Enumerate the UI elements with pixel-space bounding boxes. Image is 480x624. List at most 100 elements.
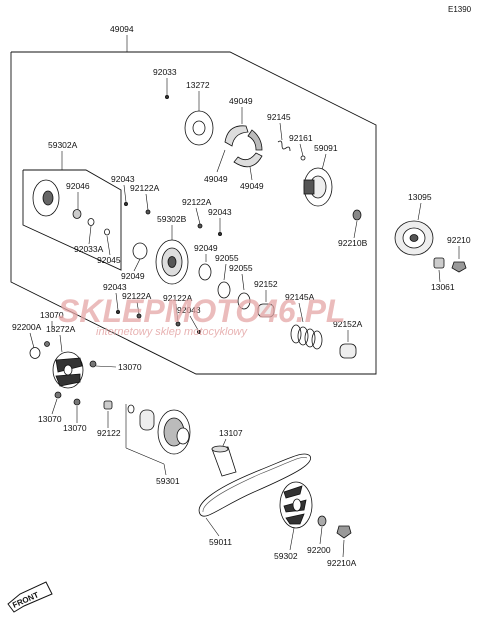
clutch-shoe-49049-c bbox=[247, 129, 263, 151]
leader-92122a-2 bbox=[195, 207, 201, 225]
label-92049-b: 92049 bbox=[194, 243, 218, 253]
leader-92055-b bbox=[241, 273, 245, 291]
label-49049-top: 49049 bbox=[229, 96, 253, 106]
label-59091: 59091 bbox=[314, 143, 338, 153]
label-92122a-4: 92122A bbox=[163, 293, 193, 303]
leader-92122a-4 bbox=[175, 303, 179, 323]
leader-49049-low bbox=[249, 166, 253, 181]
label-92043-a: 92043 bbox=[111, 174, 135, 184]
collar-13107-end bbox=[211, 445, 229, 453]
slider-13070-d bbox=[73, 398, 81, 406]
sheave-59302b-hub bbox=[167, 256, 177, 268]
nut-92210a bbox=[336, 525, 352, 539]
label-92043-d: 92043 bbox=[177, 305, 201, 315]
leader-13061 bbox=[438, 269, 441, 283]
slider-13070-b bbox=[89, 360, 97, 368]
clutch-shoe-49049-a bbox=[224, 125, 249, 147]
label-92210b: 92210B bbox=[338, 238, 368, 248]
leader-92145 bbox=[279, 122, 283, 141]
bearing-92046 bbox=[72, 209, 82, 219]
label-13272a: 13272A bbox=[46, 324, 76, 334]
o-ring-92055-a bbox=[217, 281, 231, 299]
pin-92043-c bbox=[116, 309, 121, 314]
spring-92145a bbox=[290, 324, 323, 350]
label-92043-c: 92043 bbox=[103, 282, 127, 292]
leader-13272a bbox=[59, 334, 63, 353]
o-ring-92055-b bbox=[237, 292, 251, 310]
label-92122a-1: 92122A bbox=[130, 183, 160, 193]
label-92145a: 92145A bbox=[285, 292, 315, 302]
drive-belt-59011 bbox=[198, 453, 312, 517]
nut-92210b bbox=[352, 209, 362, 221]
clutch-shoe-49049-b bbox=[233, 152, 263, 168]
seal-92049-b bbox=[198, 263, 212, 281]
washer-13061 bbox=[433, 257, 445, 269]
label-13061: 13061 bbox=[431, 282, 455, 292]
fan-sheave-59302 bbox=[279, 481, 313, 529]
clutch-drum-hub bbox=[409, 234, 419, 242]
leader-92122a-1 bbox=[145, 193, 149, 211]
label-59301: 59301 bbox=[156, 476, 180, 486]
bolt-92122a-1 bbox=[145, 209, 151, 215]
label-92145: 92145 bbox=[267, 112, 291, 122]
pin-92043-b bbox=[217, 231, 222, 236]
label-92152a: 92152A bbox=[333, 319, 363, 329]
plate-13272-hole bbox=[192, 120, 206, 136]
leader-49049-mid bbox=[216, 149, 226, 173]
label-13095: 13095 bbox=[408, 192, 432, 202]
label-59302b: 59302B bbox=[157, 214, 187, 224]
leader-92200a bbox=[29, 332, 35, 349]
pulley-59301 bbox=[127, 404, 191, 455]
slider-13070-a bbox=[44, 341, 50, 347]
pin-92043-a bbox=[124, 201, 129, 206]
ring-92033a bbox=[87, 218, 95, 226]
collar-92152 bbox=[257, 303, 275, 318]
sub-assembly-frame-59302a bbox=[22, 169, 122, 271]
leader-92200 bbox=[319, 526, 323, 545]
label-92152: 92152 bbox=[254, 279, 278, 289]
bracket-59301-bottom bbox=[125, 447, 165, 465]
label-59011: 59011 bbox=[209, 537, 232, 547]
label-92033: 92033 bbox=[153, 67, 177, 77]
leader-13095 bbox=[417, 202, 422, 221]
collar-92161 bbox=[300, 155, 306, 161]
label-92200a: 92200A bbox=[12, 322, 42, 332]
bolt-92122a-2 bbox=[197, 223, 203, 229]
label-13070-top: 13070 bbox=[40, 310, 64, 320]
washer-92200 bbox=[317, 515, 327, 527]
label-92122a-3: 92122A bbox=[122, 291, 152, 301]
leader-92043-d bbox=[189, 315, 199, 331]
drive-belt-59011-inner bbox=[202, 457, 308, 513]
spring-92145 bbox=[277, 140, 291, 152]
label-49094: 49094 bbox=[110, 24, 134, 34]
leader-59011 bbox=[205, 517, 220, 537]
leader-92045 bbox=[106, 235, 111, 256]
front-arrow: FRONT bbox=[7, 581, 53, 613]
leader-59091 bbox=[321, 153, 327, 171]
leader-13070-right bbox=[95, 365, 117, 368]
leader-92122a-3 bbox=[136, 301, 140, 315]
leader-92033a bbox=[88, 225, 92, 245]
label-92055-a: 92055 bbox=[215, 253, 239, 263]
bolt-92122a-3 bbox=[136, 313, 142, 319]
leader-92210b bbox=[353, 220, 358, 239]
label-49049-mid: 49049 bbox=[204, 174, 228, 184]
leader-92145a bbox=[298, 302, 304, 323]
label-92049-a: 92049 bbox=[121, 271, 145, 281]
bolt-92122a-4 bbox=[175, 321, 181, 327]
watermark-brand: SKLEPMOTO46.PL bbox=[58, 293, 345, 329]
label-92045: 92045 bbox=[97, 255, 121, 265]
watermark-tagline: internetowy sklep motocyklowy bbox=[96, 326, 249, 338]
label-92122a-2: 92122A bbox=[182, 197, 212, 207]
label-13070-bottom: 13070 bbox=[63, 423, 87, 433]
leader-92055-a bbox=[223, 263, 227, 281]
sheave-59302a-hub bbox=[42, 190, 54, 206]
label-92046: 92046 bbox=[66, 181, 90, 191]
label-13107: 13107 bbox=[219, 428, 243, 438]
diagram-code: E1390 bbox=[448, 5, 472, 14]
label-13070-right: 13070 bbox=[118, 362, 142, 372]
leader-92049-a bbox=[133, 258, 141, 272]
label-13070-left: 13070 bbox=[38, 414, 62, 424]
label-92033a: 92033A bbox=[74, 244, 104, 254]
